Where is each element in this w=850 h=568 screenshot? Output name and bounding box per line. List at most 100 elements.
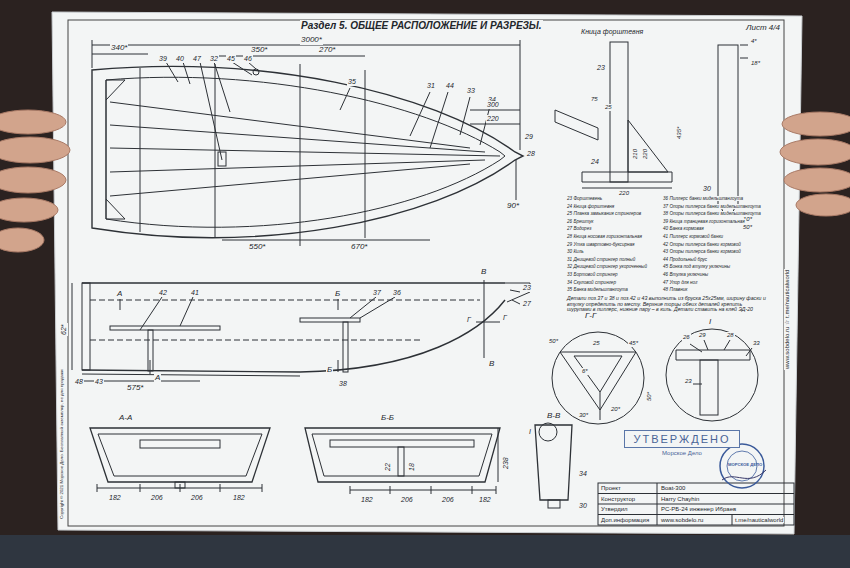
- part-list-item: 28 Кница носовая горизонтальная: [566, 234, 643, 239]
- section-mark: I: [528, 428, 532, 436]
- part-list-item: 26 Брештук: [566, 219, 595, 224]
- dimension-label: 4*: [750, 38, 758, 45]
- part-list-item: 41 Пиллерс кормовой банки: [662, 234, 724, 239]
- callout-number: 23: [596, 64, 606, 72]
- callout-number: 30: [578, 502, 588, 510]
- part-list-item: 24 Кница форштевня: [566, 204, 615, 209]
- callout-number: 30: [702, 185, 712, 193]
- dimension-label: 206: [190, 494, 204, 502]
- table-cell: www.sobdelo.ru: [660, 517, 704, 524]
- callout-number: 35: [347, 78, 357, 86]
- stamp-text: МОРСКОЕ ДЕЛО: [727, 463, 763, 468]
- section-mark: А: [116, 290, 123, 299]
- part-list-item: 29 Утка швартовно-буксирная: [566, 242, 636, 247]
- callout-number: 47: [192, 55, 202, 63]
- part-list-item: 45 Бонка под втулку уключины: [662, 264, 731, 269]
- callout-number: 33: [466, 87, 476, 95]
- dimension-label: 575*: [126, 384, 144, 393]
- part-list-item: 31 Днищевой стрингер полный: [566, 257, 636, 262]
- stamp-heading: УТВЕРЖДЕНО: [624, 430, 740, 448]
- section-title: Г-Г: [584, 312, 597, 321]
- callout-number: 37: [372, 289, 382, 297]
- callout-number: 29: [698, 332, 707, 339]
- callout-number: 28: [526, 150, 536, 158]
- dimension-label: 182: [360, 496, 374, 504]
- watermark: www.sobdelo.ru ☆ t.me/nauticalworld: [784, 269, 791, 370]
- section-mark: Г: [502, 314, 508, 322]
- dimension-label: 270*: [318, 46, 336, 55]
- part-list-item: 37 Опоры пиллерса банки мидельшпангоута: [662, 204, 762, 209]
- table-cell: Утвердил: [600, 506, 629, 513]
- dimension-label: 30*: [578, 412, 589, 419]
- drawing-title: Раздел 5. ОБЩЕЕ РАСПОЛОЖЕНИЕ И РАЗРЕЗЫ.: [300, 20, 543, 31]
- part-list-item: 46 Втулка уключины: [662, 272, 709, 277]
- table-cell: Boat-300: [660, 485, 686, 492]
- part-list-item: 23 Форштевень: [566, 196, 603, 201]
- dimension-label: 20*: [610, 406, 621, 413]
- section-mark: I: [708, 318, 712, 327]
- callout-number: 42: [158, 289, 168, 297]
- dimension-label: 238: [502, 456, 510, 470]
- dimension-label: 45*: [628, 340, 639, 347]
- callout-number: 45: [226, 55, 236, 63]
- table-cell: t.me/nauticalworld: [734, 517, 784, 524]
- callout-number: 23: [522, 284, 532, 292]
- dimension-label: 22: [384, 462, 392, 472]
- table-cell: РС-РБ-24 инженер Ибраев: [660, 506, 737, 513]
- part-list-item: 33 Бортовой стрингер: [566, 272, 619, 277]
- callout-number: 23: [684, 378, 693, 385]
- dimension-label: 182: [108, 494, 122, 502]
- dimension-label: 90*: [506, 202, 520, 211]
- dimension-label: 220: [618, 190, 630, 197]
- dimension-label: 25: [592, 340, 601, 347]
- callout-number: 24: [590, 158, 600, 166]
- part-list-item: 40 Банка кормовая: [662, 226, 705, 231]
- dimension-label: 435*: [676, 126, 683, 140]
- section-title: А-А: [118, 414, 133, 423]
- callout-number: 44: [445, 82, 455, 90]
- copyright-note: Copyright © 2021 Морское Дело. Бесплатны…: [60, 369, 65, 520]
- callout-number: 31: [426, 82, 436, 90]
- callout-number: 32: [209, 55, 219, 63]
- part-list-item: 42 Опоры пиллерса банки кормовой: [662, 242, 742, 247]
- detail-title: Кница форштевня: [580, 28, 644, 36]
- part-list-item: 39 Кница транцевая горизонтальная: [662, 219, 746, 224]
- part-list-item: 36 Пиллерс банки мидельшпангоута: [662, 196, 744, 201]
- part-list-item: 44 Продольный брус: [662, 257, 708, 262]
- callout-number: 33: [752, 340, 761, 347]
- callout-number: 40: [175, 55, 185, 63]
- dimension-label: 18: [408, 462, 416, 472]
- dimension-label: 220: [642, 148, 649, 160]
- drawing-note: Детали поз.37 и 38 и поз.42 и 43 выполни…: [566, 296, 768, 313]
- table-cell: Конструктор: [600, 496, 636, 503]
- dimension-label: 18*: [750, 60, 761, 67]
- part-list-item: 27 Водорез: [566, 226, 592, 231]
- dimension-label: 6*: [581, 368, 589, 375]
- dimension-label: 50*: [646, 391, 653, 402]
- callout-number: 39: [158, 55, 168, 63]
- section-title: Б-Б: [380, 414, 395, 423]
- dimension-label: 220: [486, 115, 500, 123]
- callout-number: 48: [74, 378, 84, 386]
- stamp-caption: Морское Дело: [624, 450, 740, 456]
- dimension-label: 350*: [250, 46, 268, 55]
- callout-number: 29: [524, 133, 534, 141]
- dimension-label: 50*: [548, 338, 559, 345]
- dimension-label: 206: [400, 496, 414, 504]
- section-mark: А: [154, 374, 161, 383]
- dimension-label: 182: [232, 494, 246, 502]
- part-list-item: 25 Планка замыкания стрингеров: [566, 211, 642, 216]
- part-list-item: 38 Опоры пиллерса банки мидельшпангоута: [662, 211, 762, 216]
- part-list-item: 35 Банка мидельшпангоута: [566, 287, 629, 292]
- part-list-item: 32 Днищевой стрингер укороченный: [566, 264, 648, 269]
- dimension-label: 182: [478, 496, 492, 504]
- part-list-item: 47 Упор для ног: [662, 280, 698, 285]
- section-mark: В: [488, 360, 495, 369]
- dimension-label: 75: [590, 96, 599, 103]
- part-list-item: 34 Скуловой стрингер: [566, 280, 617, 285]
- dimension-label: 62*: [60, 323, 68, 336]
- dimension-label: 206: [150, 494, 164, 502]
